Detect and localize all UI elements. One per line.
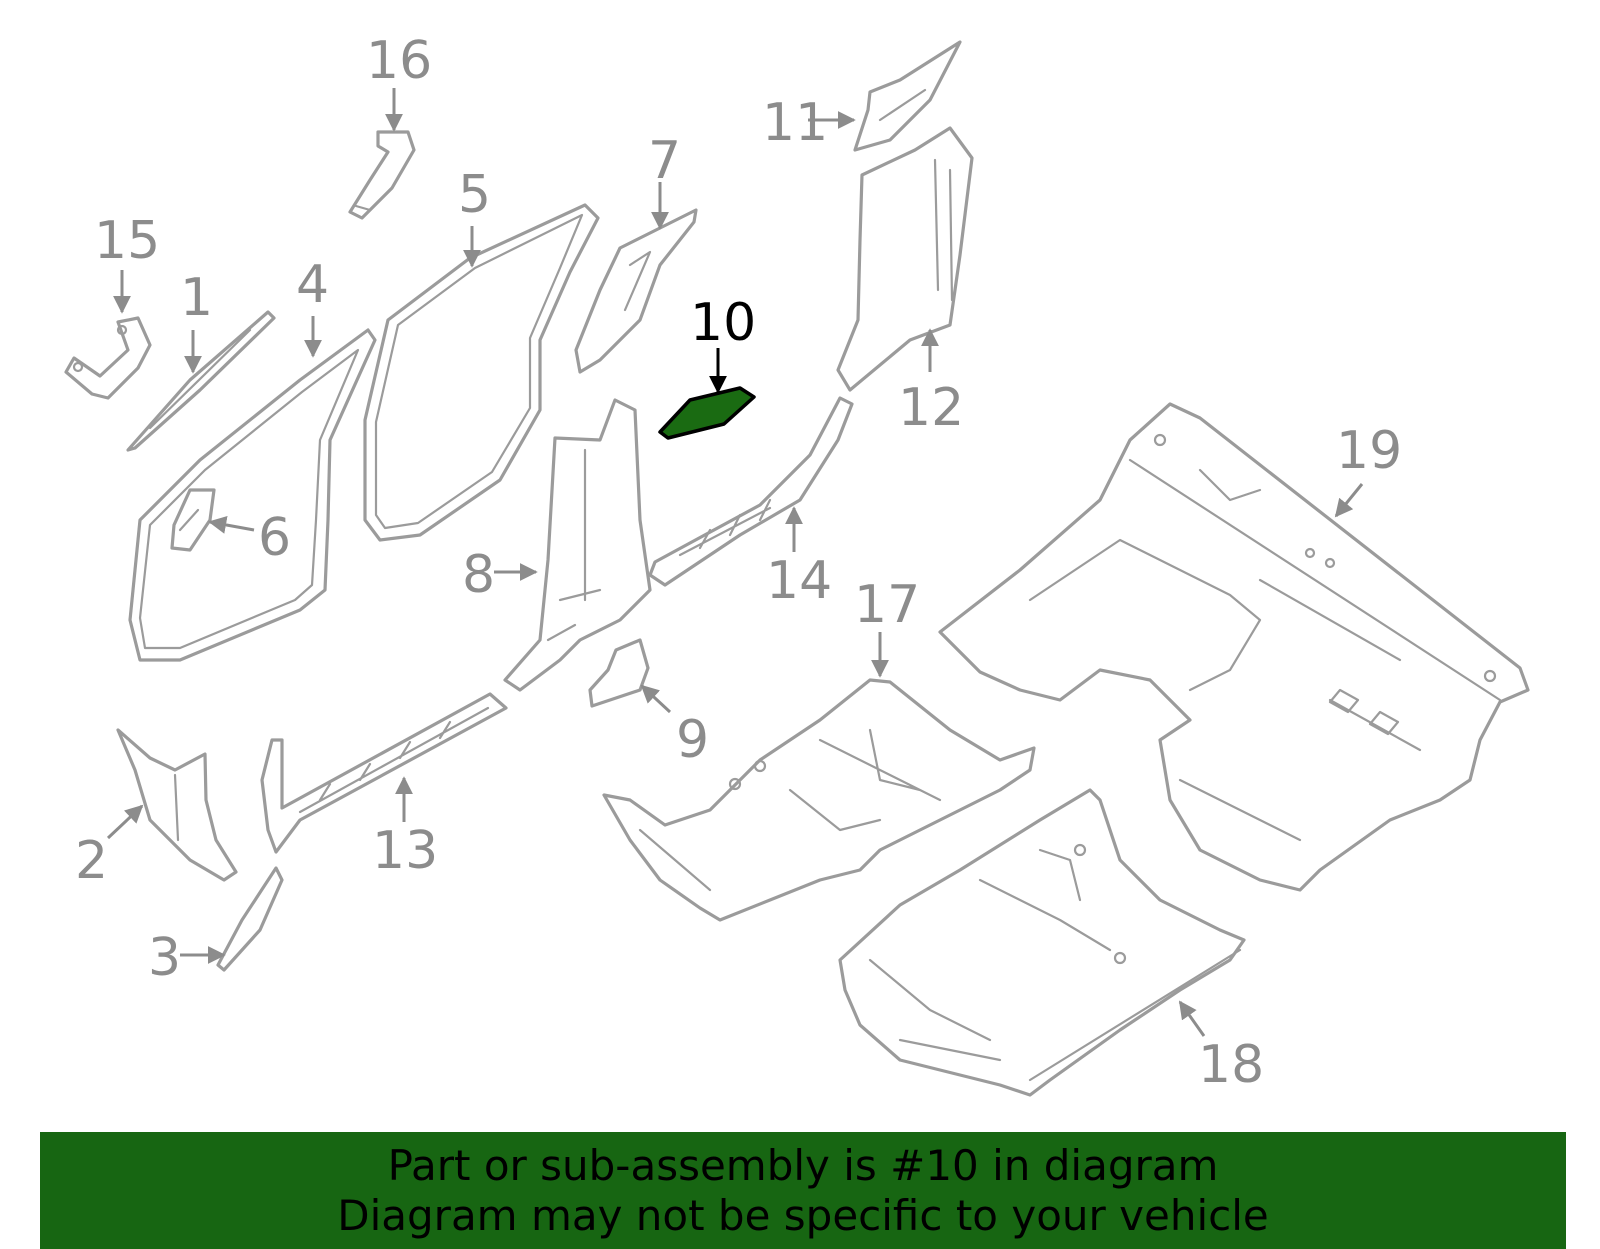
callout-10: 10	[690, 293, 756, 394]
part-5-opening-seal	[363, 203, 600, 542]
svg-text:5: 5	[458, 165, 491, 225]
callout-7: 7	[648, 131, 681, 230]
callout-5: 5	[458, 165, 491, 268]
part-4-door-weatherstrip	[128, 328, 377, 662]
part-12-b-pillar	[836, 126, 974, 392]
svg-text:11: 11	[762, 93, 828, 153]
part-19-rear-carpet	[938, 402, 1530, 892]
svg-text:6: 6	[258, 508, 291, 568]
part-15-bracket	[64, 316, 152, 400]
info-banner: Part or sub-assembly is #10 in diagram D…	[40, 1132, 1566, 1249]
callout-4: 4	[296, 255, 329, 358]
callout-3: 3	[148, 928, 226, 988]
part-16-grab-handle	[348, 130, 416, 220]
svg-text:15: 15	[94, 211, 160, 271]
svg-text:14: 14	[766, 551, 832, 611]
banner-line-part: Part or sub-assembly is #10 in diagram	[387, 1140, 1219, 1190]
svg-text:13: 13	[372, 821, 438, 881]
svg-text:10: 10	[690, 293, 756, 353]
svg-text:7: 7	[648, 131, 681, 191]
svg-text:3: 3	[148, 928, 181, 988]
svg-text:18: 18	[1198, 1035, 1264, 1095]
callout-17: 17	[854, 575, 920, 678]
callout-13: 13	[372, 776, 438, 881]
callout-12: 12	[898, 328, 964, 438]
part-11-upper-trim	[853, 40, 962, 152]
part-9-bracket	[588, 638, 650, 708]
callout-18: 18	[1178, 1000, 1264, 1095]
svg-text:8: 8	[462, 545, 495, 605]
part-2-kick-panel	[116, 728, 238, 882]
part-8-lower-pillar	[503, 398, 652, 692]
banner-line-disclaimer: Diagram may not be specific to your vehi…	[337, 1190, 1269, 1240]
callout-1: 1	[180, 268, 213, 374]
part-14-scuff-plate	[648, 396, 854, 587]
part-3-small-trim	[216, 866, 284, 972]
callout-14: 14	[766, 506, 832, 611]
part-13-sill-plate	[260, 692, 508, 854]
callout-16: 16	[366, 31, 432, 132]
part-18-middle-carpet	[838, 788, 1246, 1097]
part-1-trim-strip	[126, 310, 276, 452]
svg-text:4: 4	[296, 255, 329, 315]
callout-11: 11	[762, 93, 856, 153]
part-7-pillar-trim	[574, 208, 698, 374]
part-17-front-carpet	[602, 678, 1036, 922]
svg-text:19: 19	[1336, 421, 1402, 481]
callout-2: 2	[75, 804, 144, 891]
callout-9: 9	[640, 684, 709, 770]
svg-text:9: 9	[676, 710, 709, 770]
part-6-clip	[170, 488, 216, 552]
svg-text:2: 2	[75, 831, 108, 891]
part-10-highlighted-pad	[658, 386, 756, 440]
svg-text:1: 1	[180, 268, 213, 328]
svg-text:17: 17	[854, 575, 920, 635]
callout-6: 6	[208, 508, 291, 568]
callout-8: 8	[462, 545, 538, 605]
svg-text:16: 16	[366, 31, 432, 91]
svg-text:12: 12	[898, 378, 964, 438]
callout-19: 19	[1334, 421, 1402, 518]
callout-15: 15	[94, 211, 160, 314]
